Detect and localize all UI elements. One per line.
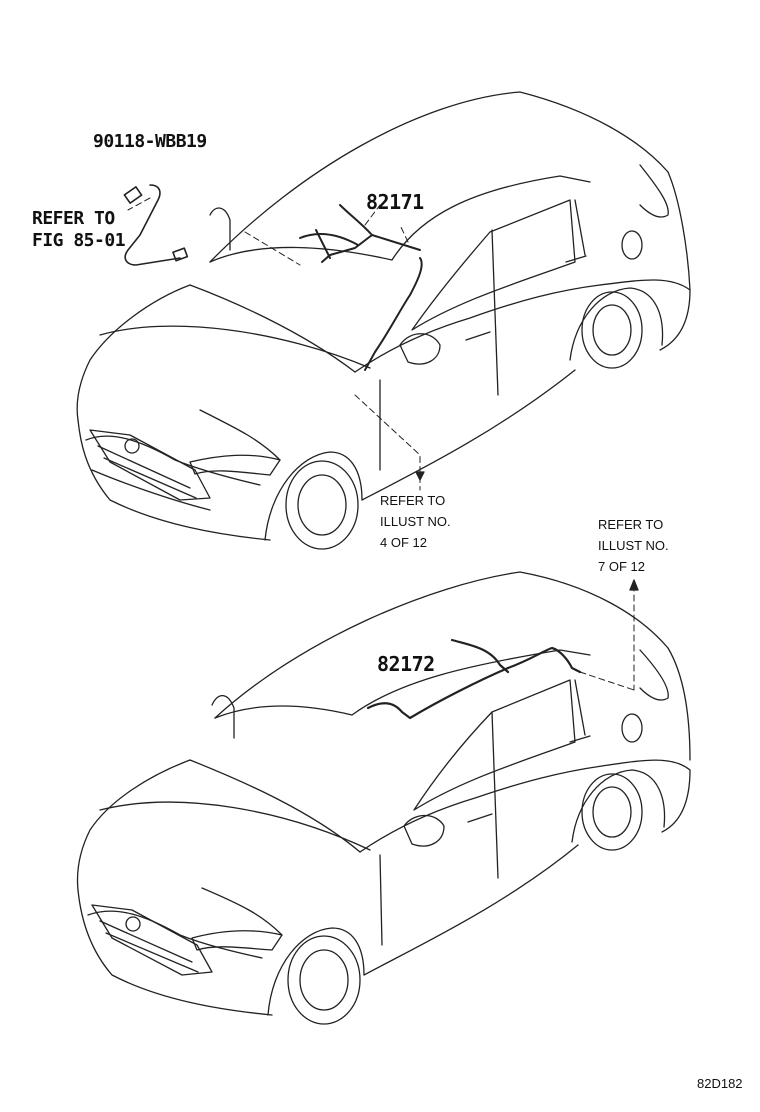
label-refer-illust7-line3: 7 OF 12 [598,559,645,574]
label-part-82172: 82172 [377,652,435,676]
label-refer-illust4-line1: REFER TO [380,493,446,508]
label-refer-fig-line1: REFER TO [32,208,115,229]
figure-code: 82D182 [697,1076,743,1091]
arrow-bottom [629,579,639,591]
callout-lines-top [127,197,421,491]
callout-lines-bottom [579,584,635,691]
wire-harness-82172-icon [366,638,582,720]
car-top-icon [76,91,691,550]
label-refer-illust7-line1: REFER TO [598,517,664,532]
label-refer-fig-line2: FIG 85-01 [32,230,126,251]
wire-harness-82171-icon [299,204,423,371]
label-refer-illust7-line2: ILLUST NO. [598,538,669,553]
wire-harness-90118-icon [123,184,189,266]
label-part-82171: 82171 [366,190,424,214]
arrow-top [415,471,425,481]
label-refer-illust4-line3: 4 OF 12 [380,535,427,550]
label-part-90118: 90118-WBB19 [93,131,207,152]
car-bottom-icon [76,571,691,1025]
label-refer-illust4-line2: ILLUST NO. [380,514,451,529]
